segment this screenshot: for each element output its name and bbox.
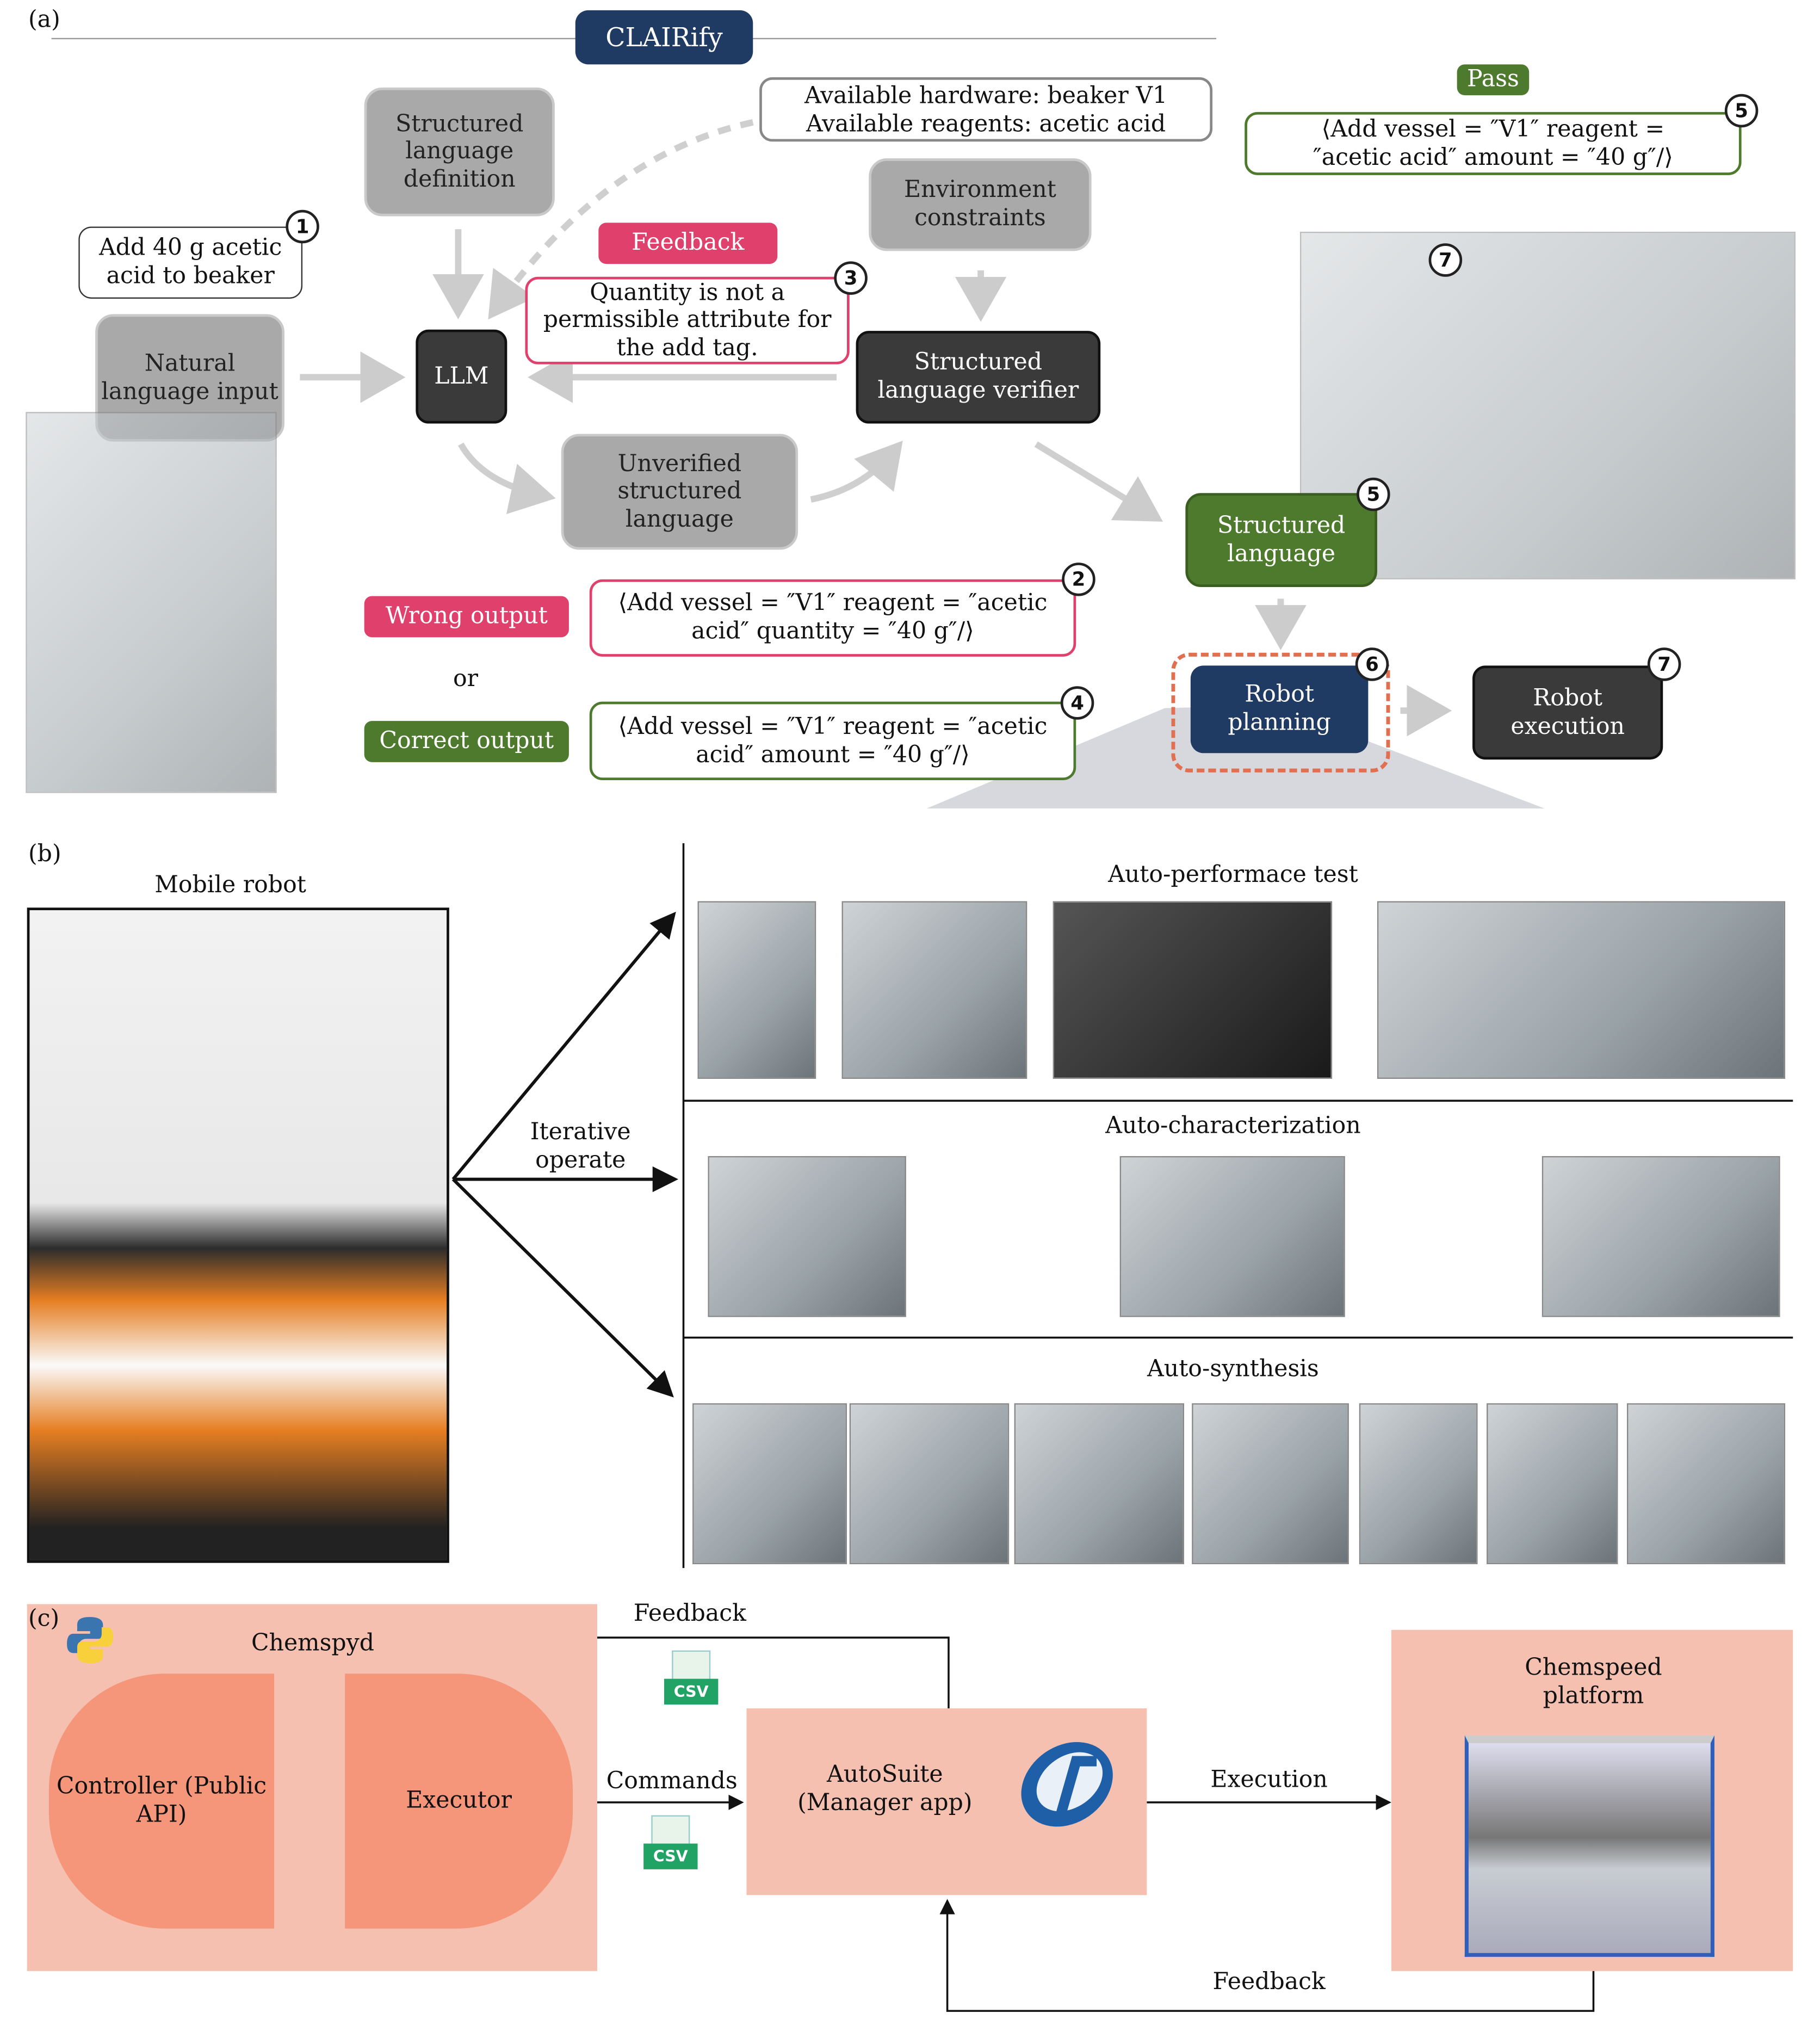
- pass-badge: Pass: [1457, 64, 1530, 96]
- robot-arm-photo-left: [26, 412, 277, 793]
- robot-execution-box: Robot execution: [1472, 665, 1663, 760]
- executor-block: Executor: [345, 1674, 573, 1929]
- arrow-to-synth: [451, 1178, 674, 1398]
- arrow-feedback-bottom: [939, 1899, 1595, 2012]
- characterization-photo-3: [1542, 1156, 1780, 1317]
- panel-a-label: (a): [28, 6, 60, 34]
- synthesis-photo-3: [1014, 1403, 1184, 1565]
- iterative-operate-label: Iterative operate: [530, 1119, 631, 1174]
- structured-language-box: Structured language: [1185, 493, 1377, 588]
- planning-cone: [926, 705, 1545, 809]
- unverified-box: Unverified structured language: [561, 434, 798, 550]
- auto-performance-title: Auto-performace test: [1108, 861, 1358, 888]
- chemspeed-label: Chemspeed platform: [1525, 1654, 1662, 1710]
- characterization-photo-2: [1119, 1156, 1345, 1317]
- auto-synthesis-title: Auto-synthesis: [1147, 1355, 1319, 1383]
- csv-file-icon: CSV: [643, 1815, 698, 1872]
- planning-highlight: [1171, 652, 1390, 773]
- reagents-text: Available reagents: acetic acid: [806, 110, 1166, 138]
- pass-output-box: ⟨Add vessel = ″V1″ reagent = ″acetic aci…: [1245, 112, 1742, 175]
- chemspeed-platform-image: [1464, 1735, 1714, 1957]
- performance-photo-2: [841, 901, 1027, 1079]
- step-badge-6: 6: [1355, 647, 1389, 681]
- structured-definition-box: Structured language definition: [364, 87, 555, 217]
- correct-output-badge: Correct output: [364, 721, 569, 762]
- constraints-box: Available hardware: beaker V1 Available …: [759, 77, 1213, 142]
- performance-photo-3: [1053, 901, 1333, 1079]
- arrow-to-perf: [451, 911, 676, 1181]
- panel-b-label: (b): [28, 841, 61, 868]
- step-badge-3: 3: [834, 261, 868, 295]
- csv-file-icon: CSV: [664, 1650, 719, 1707]
- correct-output-box: ⟨Add vessel = ″V1″ reagent = ″acetic aci…: [589, 701, 1076, 780]
- auto-characterization-title: Auto-characterization: [1105, 1112, 1361, 1140]
- feedback-top-label: Feedback: [633, 1600, 746, 1628]
- robot-planning-box: Robot planning: [1190, 665, 1369, 754]
- characterization-photo-1: [708, 1156, 906, 1317]
- robot-arm-photos-right: [1299, 231, 1796, 579]
- mobile-robot-photo: [27, 907, 449, 1563]
- performance-photo-4: [1377, 901, 1786, 1079]
- synthesis-photo-5: [1359, 1403, 1478, 1565]
- autosuite-logo-icon: [1021, 1742, 1113, 1827]
- commands-label: Commands: [606, 1767, 738, 1795]
- or-text: or: [453, 665, 478, 693]
- synthesis-photo-2: [849, 1403, 1010, 1565]
- execution-label: Execution: [1210, 1766, 1328, 1794]
- controller-block: Controller (Public API): [48, 1674, 275, 1929]
- step-badge-7: 7: [1428, 243, 1463, 277]
- feedback-badge: Feedback: [598, 223, 778, 264]
- csv-label: CSV: [643, 1843, 698, 1869]
- synthesis-photo-6: [1487, 1403, 1618, 1565]
- environment-constraints-box: Environment constraints: [869, 158, 1092, 251]
- step-badge-5: 5: [1724, 94, 1759, 128]
- synthesis-photo-4: [1192, 1403, 1349, 1565]
- clairify-title: CLAIRify: [575, 10, 753, 65]
- arrow-llm-to-unverified: [457, 442, 556, 514]
- mobile-robot-title: Mobile robot: [154, 871, 306, 899]
- autosuite-label: AutoSuite (Manager app): [797, 1762, 973, 1817]
- python-logo-icon: [67, 1617, 114, 1664]
- feedback-text-box: Quantity is not a permissible attribute …: [525, 276, 850, 365]
- chemspyd-title: Chemspyd: [251, 1629, 375, 1657]
- feedback-bottom-label: Feedback: [1212, 1968, 1326, 1996]
- wrong-output-badge: Wrong output: [364, 596, 569, 638]
- verifier-box: Structured language verifier: [856, 331, 1101, 424]
- step-badge-7: 7: [1647, 647, 1681, 681]
- performance-photo-1: [697, 901, 816, 1079]
- nl-text-box: Add 40 g acetic acid to beaker: [78, 226, 303, 299]
- wrong-output-box: ⟨Add vessel = ″V1″ reagent = ″acetic aci…: [589, 579, 1076, 657]
- synthesis-photo-1: [692, 1403, 847, 1565]
- arrow-verifier-to-structured: [1034, 441, 1163, 522]
- step-badge-4: 4: [1060, 686, 1094, 720]
- step-badge-2: 2: [1062, 563, 1095, 596]
- step-badge-1: 1: [286, 209, 319, 244]
- panel-c-label: (c): [28, 1605, 60, 1633]
- csv-label: CSV: [664, 1678, 719, 1705]
- hardware-text: Available hardware: beaker V1: [804, 82, 1168, 110]
- arrow-unverified-to-verifier: [810, 441, 903, 503]
- synthesis-photo-7: [1627, 1403, 1786, 1565]
- llm-box: LLM: [416, 329, 507, 424]
- step-badge-5: 5: [1357, 477, 1390, 511]
